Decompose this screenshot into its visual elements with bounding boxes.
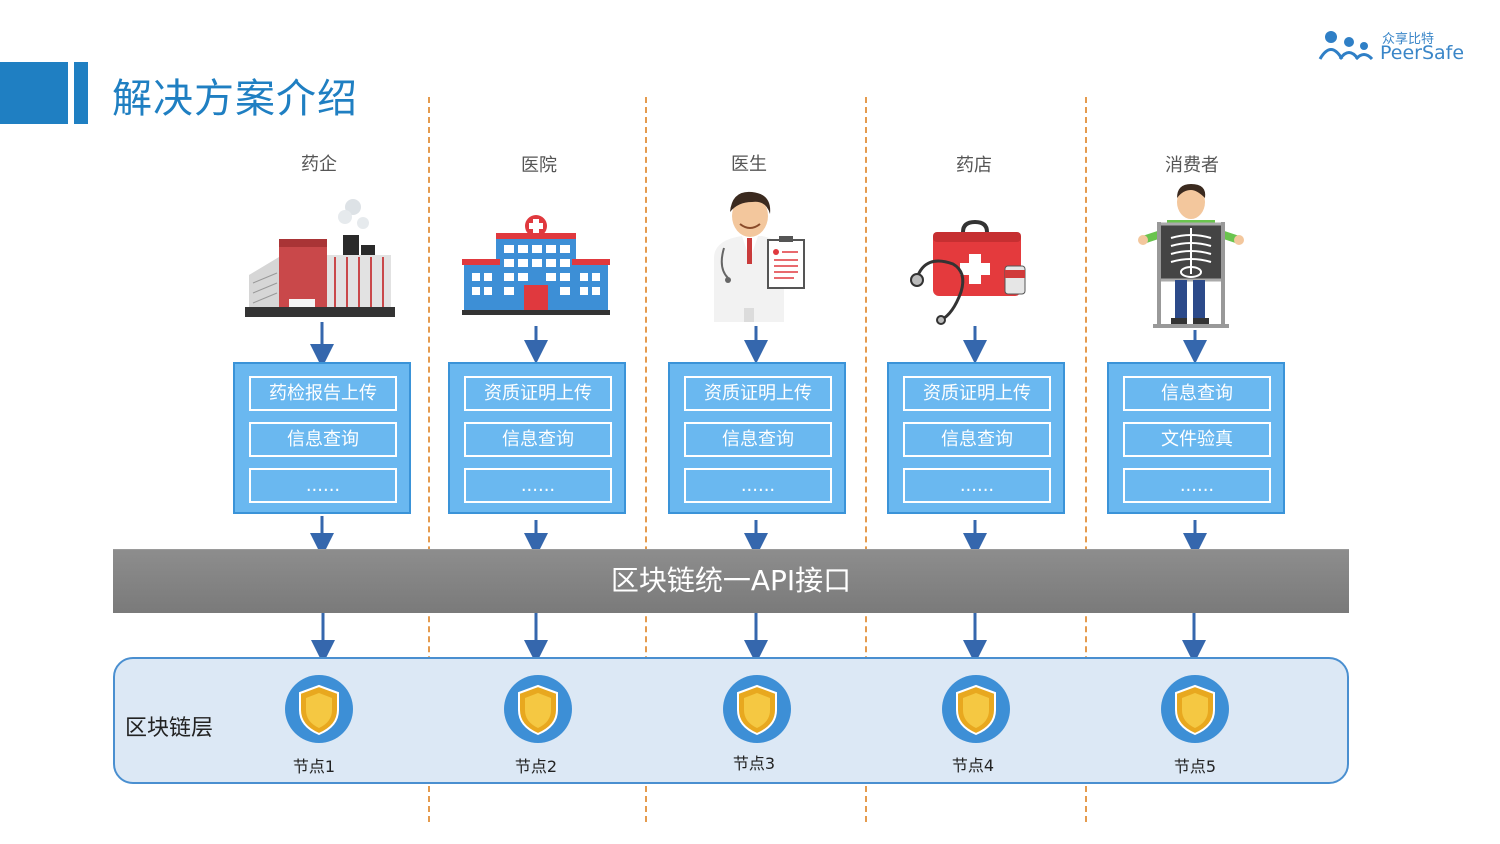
- logo-text-en: PeerSafe: [1380, 42, 1465, 64]
- function-item-qualification-upload[interactable]: 资质证明上传: [684, 376, 832, 411]
- page-title: 解决方案介绍: [112, 76, 358, 122]
- peersafe-logo-icon: [1318, 31, 1374, 61]
- api-bar-label: 区块链统一API接口: [610, 564, 852, 597]
- title-accent-block: [0, 62, 68, 124]
- function-item-info-query[interactable]: 信息查询: [903, 422, 1051, 457]
- role-label-hospital: 医院: [521, 155, 557, 176]
- function-box-doctor: 资质证明上传 信息查询 ......: [668, 362, 846, 514]
- function-item-more[interactable]: ......: [903, 468, 1051, 503]
- node-label: 节点5: [1173, 757, 1217, 776]
- function-item-more[interactable]: ......: [1123, 468, 1271, 503]
- column-divider: [428, 97, 430, 822]
- shield-icon: [285, 675, 353, 743]
- doctor-icon: [714, 191, 805, 322]
- shield-icon: [723, 675, 791, 743]
- function-item-file-verify[interactable]: 文件验真: [1123, 422, 1271, 457]
- shield-icon: [504, 675, 572, 743]
- role-label-doctor: 医生: [731, 154, 767, 175]
- medical-kit-icon: [910, 220, 1026, 325]
- hospital-icon: [462, 215, 610, 315]
- title-accent-bar: [74, 62, 88, 124]
- logo-text-cn: 众享比特: [1382, 32, 1435, 47]
- node-label: 节点4: [951, 756, 995, 775]
- shield-icon: [942, 675, 1010, 743]
- column-divider: [1085, 97, 1087, 822]
- node-label: 节点2: [514, 757, 558, 776]
- role-label-pharmacy: 药店: [956, 155, 992, 176]
- function-item-more[interactable]: ......: [684, 468, 832, 503]
- column-divider: [865, 97, 867, 822]
- function-box-pharmacy: 资质证明上传 信息查询 ......: [887, 362, 1065, 514]
- api-bar: [113, 549, 1349, 613]
- function-item-more[interactable]: ......: [464, 468, 612, 503]
- column-divider: [645, 97, 647, 822]
- factory-icon: [245, 199, 395, 317]
- node-label: 节点1: [292, 757, 336, 776]
- function-item-info-query[interactable]: 信息查询: [464, 422, 612, 457]
- shield-icon: [1161, 675, 1229, 743]
- function-box-pharma: 药检报告上传 信息查询 ......: [233, 362, 411, 514]
- function-item-info-query[interactable]: 信息查询: [684, 422, 832, 457]
- function-item-more[interactable]: ......: [249, 468, 397, 503]
- function-item-qualification-upload[interactable]: 资质证明上传: [464, 376, 612, 411]
- function-item-report-upload[interactable]: 药检报告上传: [249, 376, 397, 411]
- blockchain-layer-label: 区块链层: [125, 716, 214, 741]
- function-item-info-query[interactable]: 信息查询: [1123, 376, 1271, 411]
- function-box-consumer: 信息查询 文件验真 ......: [1107, 362, 1285, 514]
- xray-person-icon: [1138, 184, 1244, 328]
- node-label: 节点3: [732, 754, 776, 773]
- function-item-info-query[interactable]: 信息查询: [249, 422, 397, 457]
- role-label-pharma: 药企: [301, 154, 337, 175]
- function-box-hospital: 资质证明上传 信息查询 ......: [448, 362, 626, 514]
- function-item-qualification-upload[interactable]: 资质证明上传: [903, 376, 1051, 411]
- role-label-consumer: 消费者: [1165, 155, 1219, 176]
